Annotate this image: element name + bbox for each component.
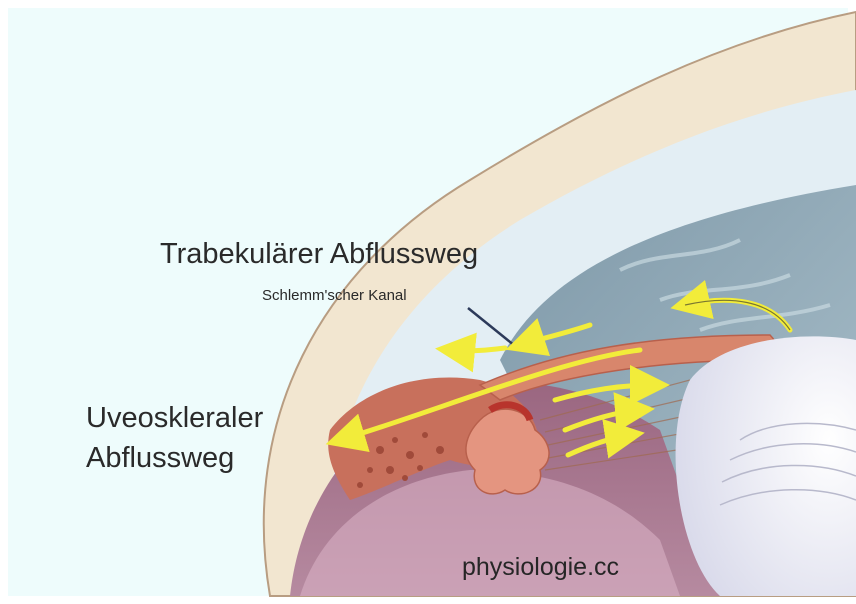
lens — [676, 336, 856, 596]
uveoscleral-label-line1: Uveoskleraler — [86, 398, 263, 438]
watermark: physiologie.cc — [462, 553, 619, 582]
arrow-trabecular-exit — [450, 348, 505, 351]
trabecular-pathway-label: Trabekulärer Abflussweg — [160, 238, 478, 271]
schlemm-canal-label: Schlemm'scher Kanal — [262, 287, 407, 304]
uveoscleral-pathway-label: Uveoskleraler Abflussweg — [86, 398, 263, 478]
uveoscleral-label-line2: Abflussweg — [86, 438, 263, 478]
